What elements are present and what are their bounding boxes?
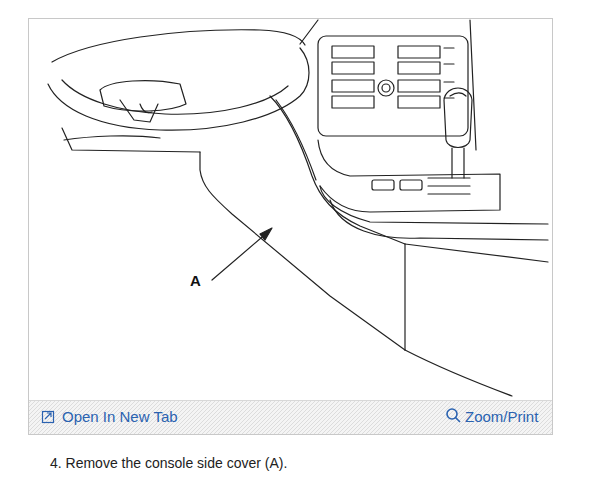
open-tab-icon	[43, 412, 54, 423]
shift-console	[318, 140, 500, 212]
console-drawing	[48, 20, 548, 396]
dash-line	[64, 136, 160, 140]
shift-knob	[444, 88, 472, 148]
console-base-line	[405, 244, 548, 262]
leader-line	[212, 232, 268, 280]
console-lip	[320, 186, 548, 224]
column-detail	[140, 104, 152, 113]
wheel-rim-outer	[48, 48, 309, 130]
toolbar-divider	[29, 400, 552, 401]
column-cover	[120, 100, 158, 122]
figure-caption: 4. Remove the console side cover (A).	[50, 455, 287, 471]
cover-lower-edge	[200, 152, 405, 350]
toolbar-band	[29, 400, 552, 434]
switch	[372, 180, 394, 190]
figure-frame	[29, 19, 553, 435]
center-stack-sides	[300, 20, 476, 150]
wheel-rim-top	[52, 30, 305, 62]
console-lip-lower	[330, 200, 548, 240]
cover-rear-edge	[404, 244, 405, 350]
zoom-icon	[447, 409, 460, 422]
leader-arrowhead	[260, 228, 272, 240]
floor-line	[405, 350, 512, 396]
toolbar-link: Open In New Tab	[62, 408, 178, 425]
knob-detail	[450, 93, 466, 96]
wheel-spoke	[100, 81, 186, 111]
switch	[400, 180, 422, 190]
cover-edge-highlight	[276, 100, 316, 180]
part-callout: A	[190, 272, 201, 289]
toolbar-link: Zoom/Print	[465, 408, 538, 425]
gate-slots	[428, 178, 470, 194]
audio-buttons	[332, 46, 454, 108]
dash-edge	[62, 128, 200, 152]
shift-stem	[452, 148, 464, 178]
wheel-rim-inner	[62, 80, 288, 114]
